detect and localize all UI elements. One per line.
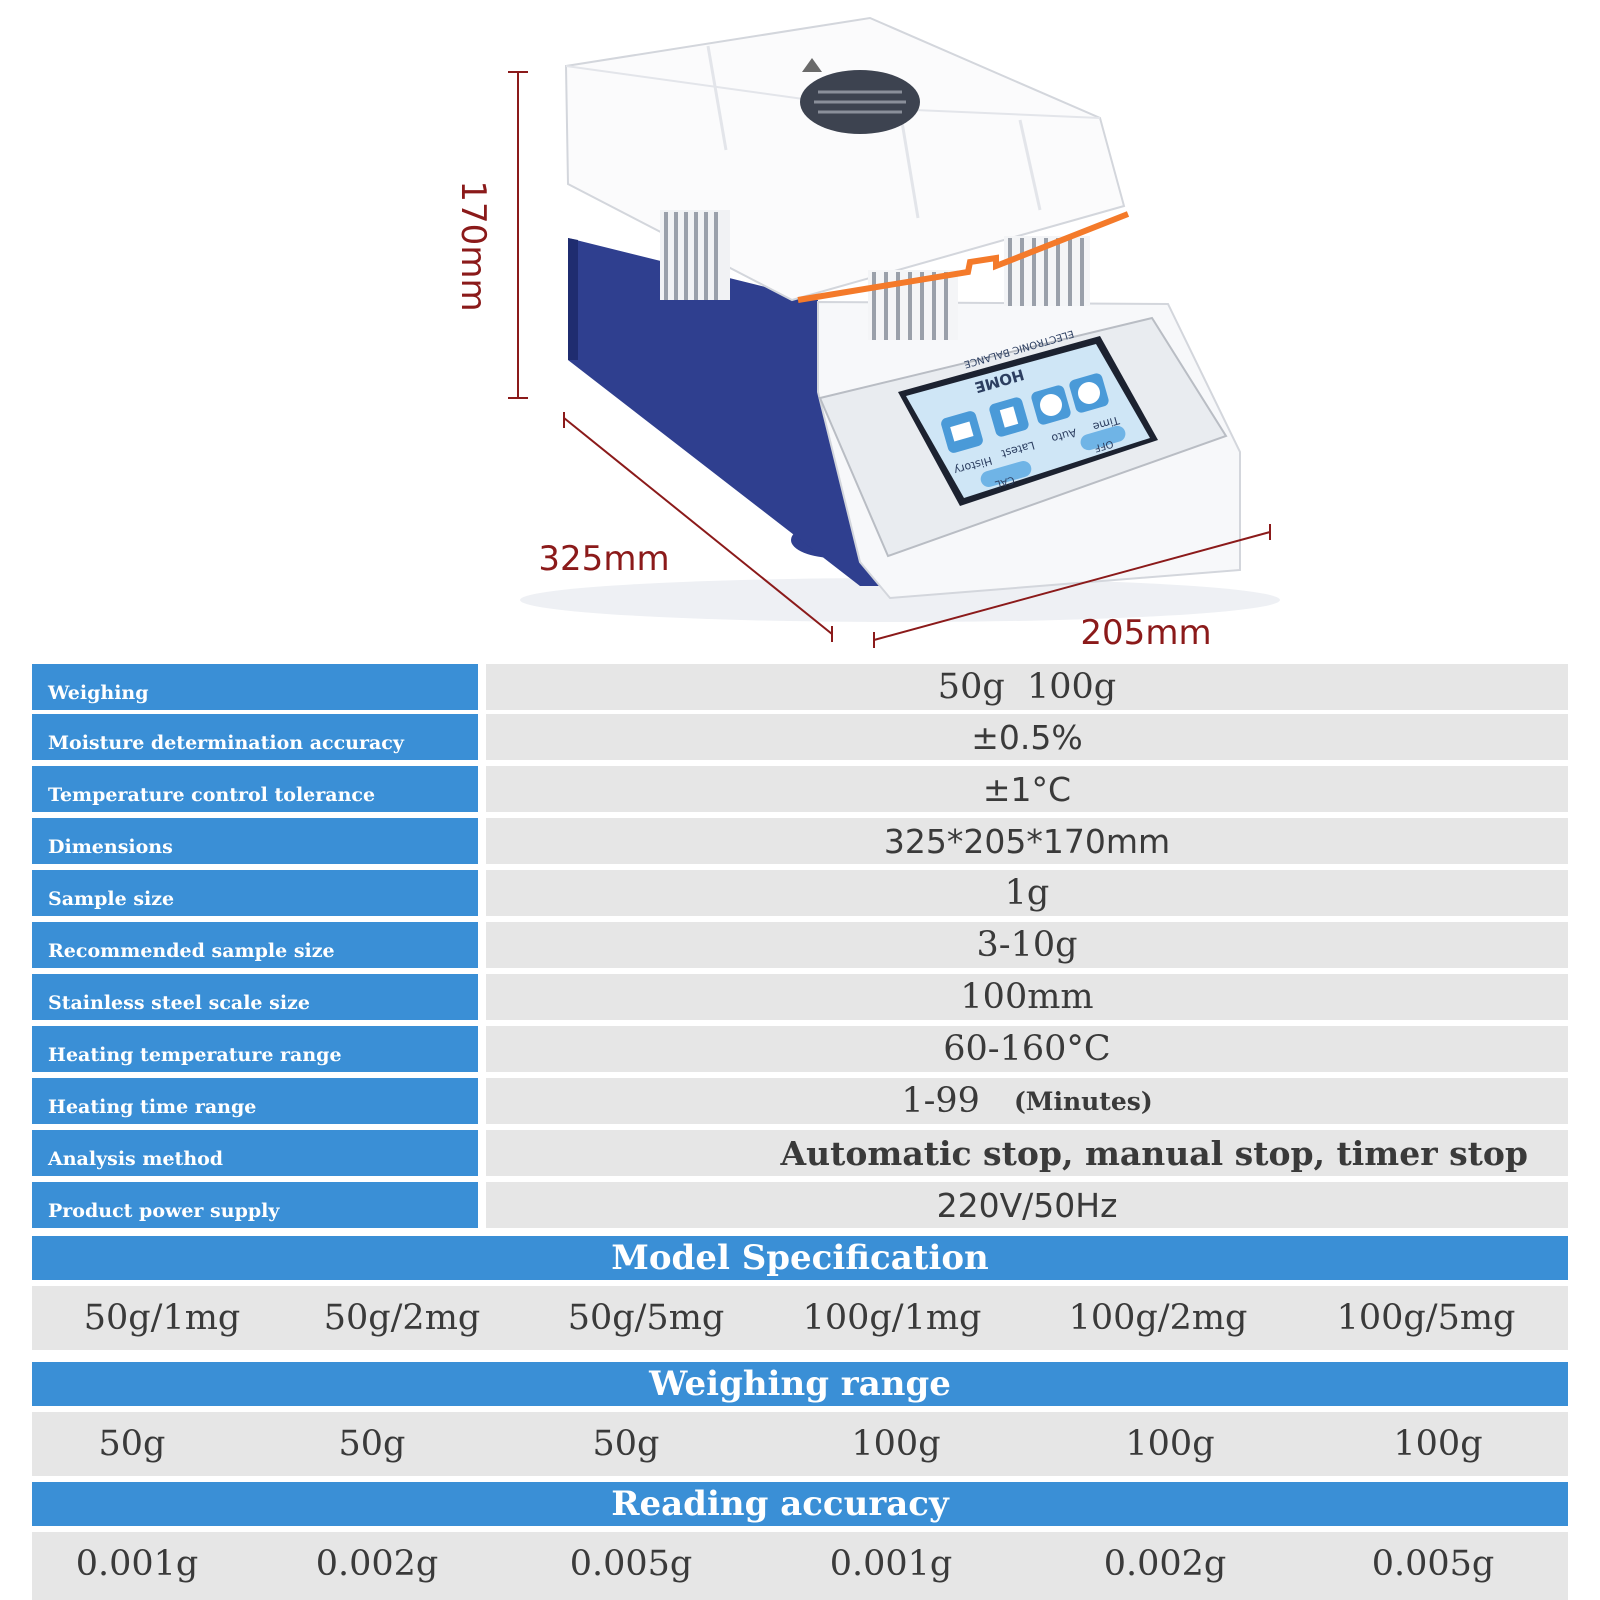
reading-accuracy-header: Reading accuracy bbox=[32, 1482, 1568, 1526]
device-base-side bbox=[568, 238, 890, 586]
touchscreen: ELECTRONIC BALANCE HOME Time Auto Latest… bbox=[898, 327, 1158, 506]
spec-label: Sample size bbox=[32, 870, 478, 916]
spec-row-power-supply: Product power supply 220V/50Hz bbox=[32, 1182, 1568, 1228]
spec-value-number: 1-99 bbox=[901, 1081, 980, 1121]
spec-value-unit-note: (Minutes) bbox=[1013, 1086, 1153, 1116]
spec-row-heating-temperature: Heating temperature range 60-160°C bbox=[32, 1026, 1568, 1072]
orange-seam-line bbox=[797, 211, 1130, 303]
dimension-depth-label: 325mm bbox=[538, 539, 669, 579]
svg-text:CAL: CAL bbox=[993, 473, 1015, 489]
dimension-width-label: 205mm bbox=[1080, 613, 1211, 653]
spec-label: Product power supply bbox=[32, 1182, 478, 1228]
weighing-range-cell: 100g bbox=[851, 1424, 941, 1464]
svg-text:OFF: OFF bbox=[1093, 437, 1115, 453]
model-specification-header: Model Specification bbox=[32, 1236, 1568, 1280]
reading-accuracy-values: 0.001g 0.002g 0.005g 0.001g 0.002g 0.005… bbox=[32, 1532, 1568, 1600]
spec-value: 50g 100g bbox=[486, 664, 1568, 710]
spec-label: Stainless steel scale size bbox=[32, 974, 478, 1020]
reading-accuracy-cell: 0.001g bbox=[829, 1544, 953, 1584]
spec-value: 1g bbox=[486, 870, 1568, 916]
spec-row-scale-size: Stainless steel scale size 100mm bbox=[32, 974, 1568, 1020]
spec-label: Dimensions bbox=[32, 818, 478, 864]
spec-value: 3-10g bbox=[486, 922, 1568, 968]
spec-row-recommended-sample-size: Recommended sample size 3-10g bbox=[32, 922, 1568, 968]
weighing-range-cell: 50g bbox=[338, 1424, 406, 1464]
spec-value: 220V/50Hz bbox=[486, 1182, 1568, 1228]
model-spec-cell: 50g/1mg bbox=[83, 1298, 241, 1338]
spec-label: Recommended sample size bbox=[32, 922, 478, 968]
spec-value: 100mm bbox=[486, 974, 1568, 1020]
book-icon bbox=[950, 421, 974, 442]
reading-accuracy-cell: 0.005g bbox=[569, 1544, 693, 1584]
spec-row-moisture-accuracy: Moisture determination accuracy ±0.5% bbox=[32, 714, 1568, 760]
weighing-range-header: Weighing range bbox=[32, 1362, 1568, 1406]
spec-label: Heating temperature range bbox=[32, 1026, 478, 1072]
dimension-width: 205mm bbox=[873, 524, 1271, 653]
weighing-range-cell: 100g bbox=[1393, 1424, 1483, 1464]
spec-value: Automatic stop, manual stop, timer stop bbox=[486, 1130, 1568, 1176]
spec-row-heating-time: Heating time range 1-99 (Minutes) bbox=[32, 1078, 1568, 1124]
spec-value: 1-99 (Minutes) bbox=[486, 1078, 1568, 1124]
document-icon bbox=[999, 406, 1019, 428]
spec-row-temperature-tolerance: Temperature control tolerance ±1°C bbox=[32, 766, 1568, 812]
model-spec-cell: 50g/5mg bbox=[567, 1298, 725, 1338]
spec-value: ±0.5% bbox=[486, 714, 1568, 760]
spec-label: Moisture determination accuracy bbox=[32, 714, 478, 760]
spec-label: Analysis method bbox=[32, 1130, 478, 1176]
spec-value: ±1°C bbox=[486, 766, 1568, 812]
dimension-height: 170mm bbox=[453, 71, 528, 399]
model-specification-values: 50g/1mg 50g/2mg 50g/5mg 100g/1mg 100g/2m… bbox=[32, 1286, 1568, 1350]
spec-label: Weighing bbox=[32, 664, 478, 710]
spec-value: 60-160°C bbox=[486, 1026, 1568, 1072]
reading-accuracy-cell: 0.005g bbox=[1371, 1544, 1495, 1584]
spec-row-analysis-method: Analysis method Automatic stop, manual s… bbox=[32, 1130, 1568, 1176]
weighing-range-cell: 50g bbox=[98, 1424, 166, 1464]
weighing-range-values: 50g 50g 50g 100g 100g 100g bbox=[32, 1412, 1568, 1476]
spec-row-weighing: Weighing 50g 100g bbox=[32, 664, 1568, 710]
spec-label: Heating time range bbox=[32, 1078, 478, 1124]
spec-value: 325*205*170mm bbox=[486, 818, 1568, 864]
reading-accuracy-cell: 0.001g bbox=[75, 1544, 199, 1584]
screen-cal-button bbox=[980, 461, 1032, 487]
reading-accuracy-title: Reading accuracy bbox=[611, 1484, 949, 1524]
model-spec-cell: 100g/2mg bbox=[1068, 1298, 1248, 1338]
weighing-range-cell: 100g bbox=[1125, 1424, 1215, 1464]
spec-label: Temperature control tolerance bbox=[32, 766, 478, 812]
spec-row-dimensions: Dimensions 325*205*170mm bbox=[32, 818, 1568, 864]
product-illustration: ELECTRONIC BALANCE HOME Time Auto Latest… bbox=[453, 16, 1280, 653]
device-shadow bbox=[520, 578, 1280, 622]
screen-off-button bbox=[1080, 425, 1126, 451]
clock-icon bbox=[1078, 382, 1100, 404]
auto-icon bbox=[1040, 394, 1062, 416]
model-spec-cell: 100g/1mg bbox=[802, 1298, 982, 1338]
spec-row-sample-size: Sample size 1g bbox=[32, 870, 1568, 916]
reading-accuracy-cell: 0.002g bbox=[315, 1544, 439, 1584]
weighing-range-cell: 50g bbox=[592, 1424, 660, 1464]
dimension-depth: 325mm bbox=[538, 412, 833, 642]
reading-accuracy-cell: 0.002g bbox=[1103, 1544, 1227, 1584]
vent-grille-left bbox=[660, 210, 730, 300]
model-spec-cell: 50g/2mg bbox=[323, 1298, 481, 1338]
dimension-height-label: 170mm bbox=[453, 180, 493, 311]
model-spec-cell: 100g/5mg bbox=[1336, 1298, 1516, 1338]
